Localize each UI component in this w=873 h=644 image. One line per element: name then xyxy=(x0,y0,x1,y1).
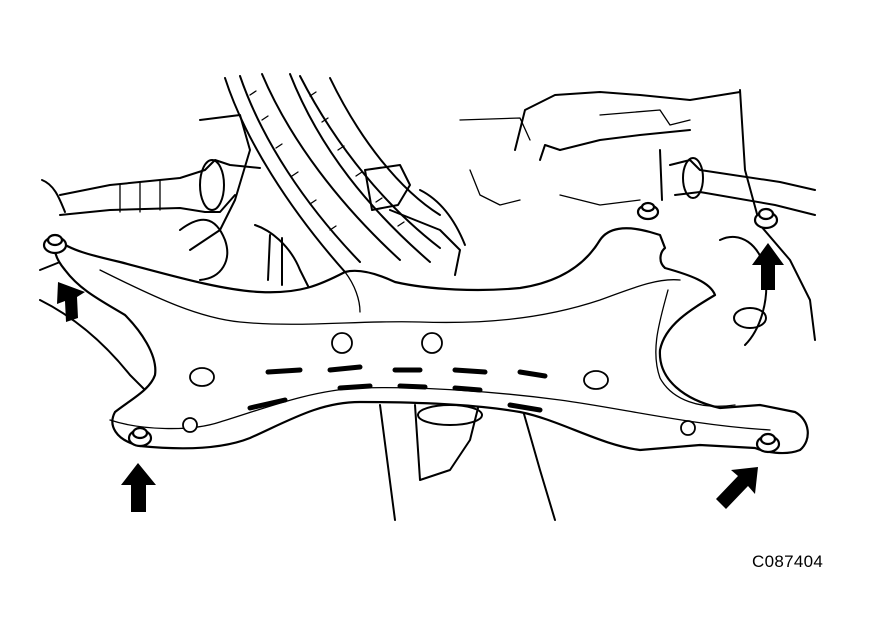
bolt-rear-right xyxy=(753,207,779,230)
arrow-diagonal-right-bolt-front xyxy=(716,467,758,509)
bolt-front-right xyxy=(755,432,781,454)
indicator-arrows xyxy=(57,243,784,512)
mounting-bolts xyxy=(42,201,781,454)
arrow-up-left-bolt-rear xyxy=(57,282,85,322)
crossmember xyxy=(53,227,809,455)
bolt-center-rear xyxy=(636,201,660,221)
bolt-front-left xyxy=(127,426,153,448)
background-components xyxy=(39,73,816,521)
figure-code: C087404 xyxy=(752,552,824,571)
arrow-up-left-bolt-front xyxy=(121,463,156,512)
bolt-rear-left xyxy=(42,233,68,255)
arrow-up-right-bolt-rear xyxy=(752,243,784,290)
